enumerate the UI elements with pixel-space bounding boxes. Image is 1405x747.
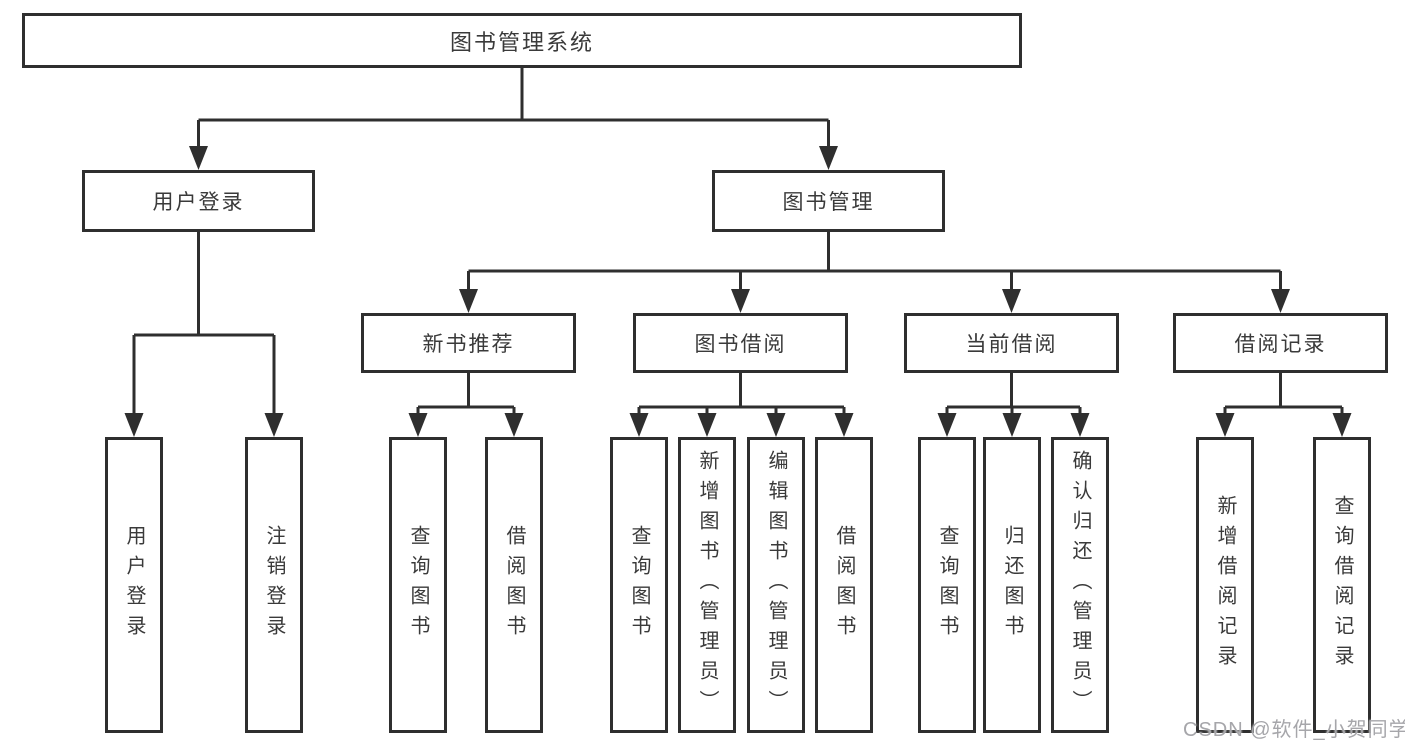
node-current-borrow: 当前借阅 [904, 313, 1119, 373]
leaf-query-borrow-record: 查询借阅记录 [1313, 437, 1371, 733]
csdn-watermark: CSDN @软件_小贺同学 [1183, 719, 1405, 741]
leaf-return-books: 归还图书 [983, 437, 1041, 733]
leaf-user-login: 用户登录 [105, 437, 163, 733]
leaf-add-borrow-record: 新增借阅记录 [1196, 437, 1254, 733]
node-book-borrow: 图书借阅 [633, 313, 848, 373]
node-borrow-records: 借阅记录 [1173, 313, 1388, 373]
node-new-book-recommend: 新书推荐 [361, 313, 576, 373]
leaf-borrow-books: 借阅图书 [815, 437, 873, 733]
leaf-borrow-query-books: 查询图书 [610, 437, 668, 733]
leaf-edit-books-admin: 编辑图书（管理员） [747, 437, 805, 733]
leaf-confirm-return-admin: 确认归还（管理员） [1051, 437, 1109, 733]
leaf-add-books-admin: 新增图书（管理员） [678, 437, 736, 733]
node-book-management: 图书管理 [712, 170, 945, 232]
leaf-recommend-borrow-books: 借阅图书 [485, 437, 543, 733]
node-user-login: 用户登录 [82, 170, 315, 232]
leaf-recommend-query-books: 查询图书 [389, 437, 447, 733]
leaf-logout: 注销登录 [245, 437, 303, 733]
leaf-current-query-books: 查询图书 [918, 437, 976, 733]
node-library-management-system: 图书管理系统 [22, 13, 1022, 68]
